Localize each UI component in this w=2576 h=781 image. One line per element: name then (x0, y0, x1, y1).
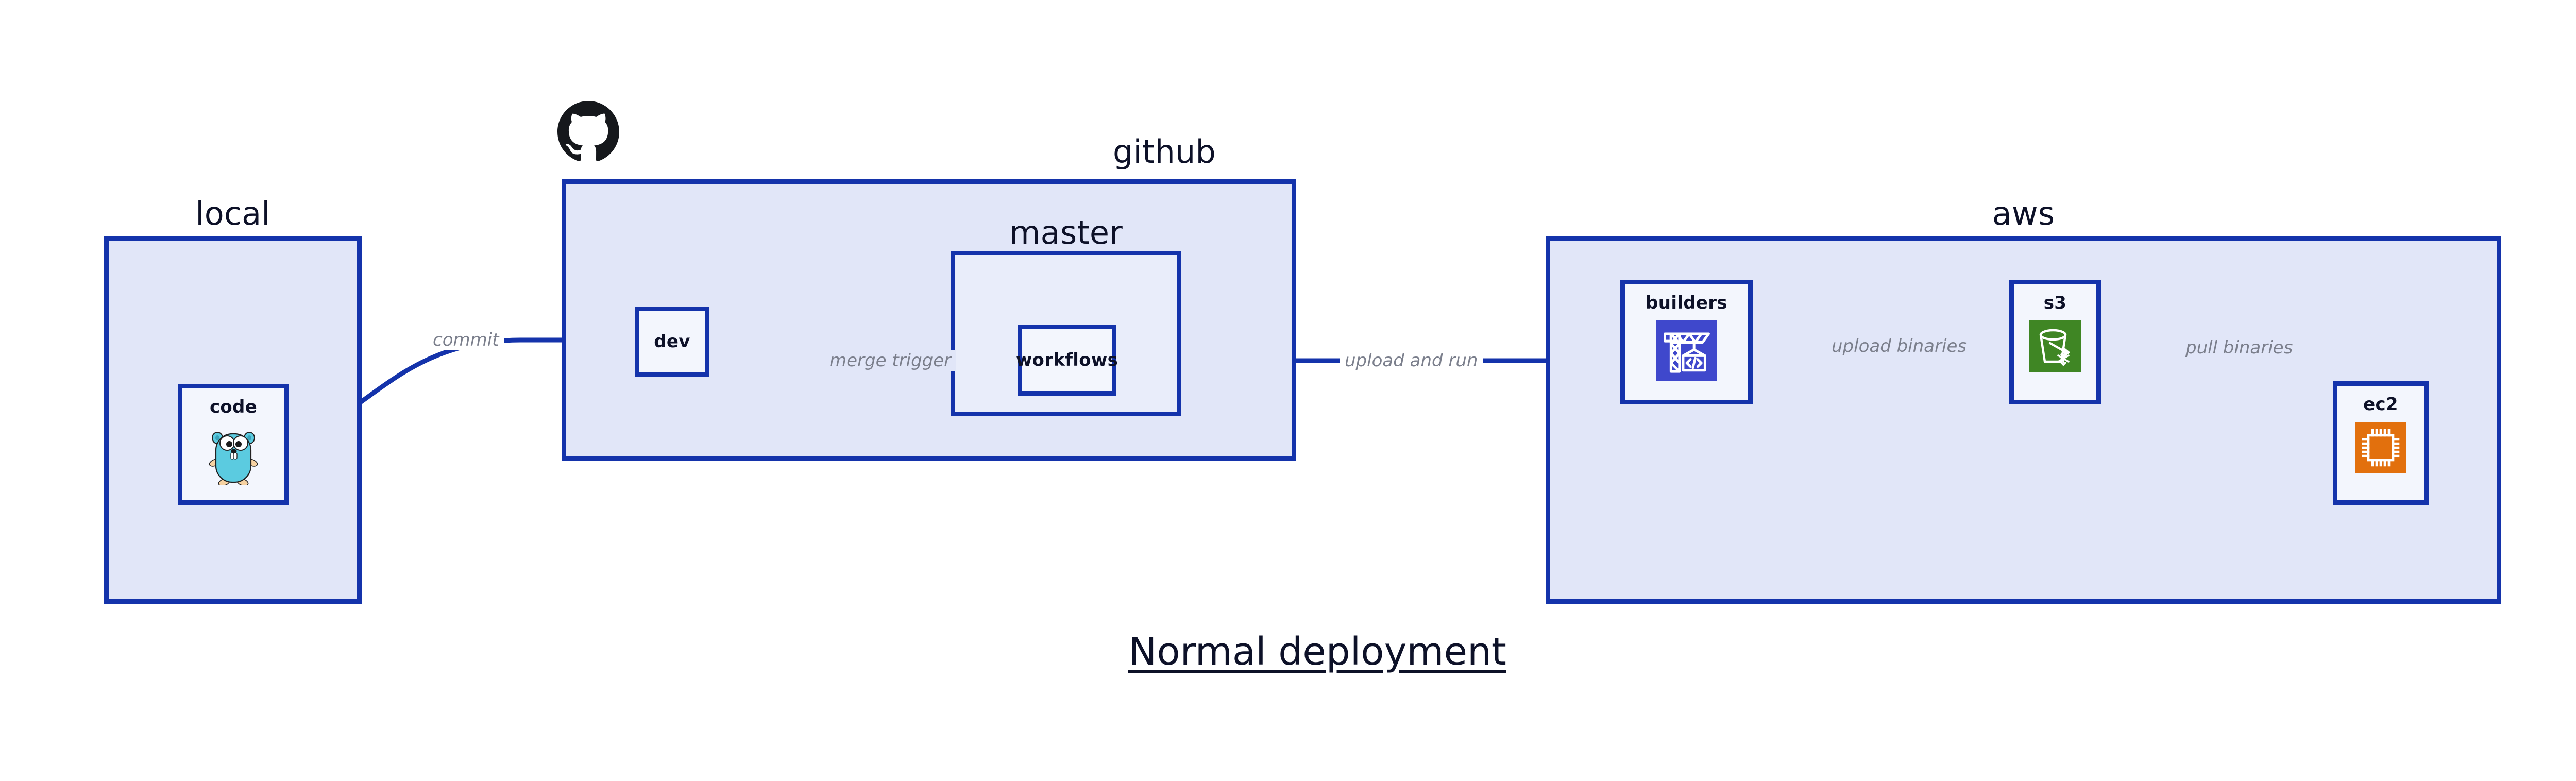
aws-s3-bucket-icon (2029, 320, 2081, 372)
edge-label-upload-and-run: upload and run (1340, 350, 1483, 371)
node-workflows[interactable]: workflows (1015, 325, 1118, 396)
aws-ec2-chip-icon (2355, 422, 2406, 473)
edge-label-commit: commit (428, 330, 504, 350)
group-title-aws: aws (1992, 195, 2055, 232)
node-s3[interactable]: s3 (2009, 280, 2101, 404)
node-code-label: code (209, 397, 258, 417)
node-s3-label: s3 (2043, 293, 2067, 313)
node-ec2-label: ec2 (2363, 394, 2398, 415)
github-octocat-icon (557, 101, 619, 165)
node-dev[interactable]: dev (635, 307, 709, 377)
node-dev-label: dev (654, 331, 690, 352)
aws-codebuild-crane-icon (1656, 320, 1717, 381)
node-builders[interactable]: builders (1620, 280, 1753, 404)
edge-label-upload-binaries: upload binaries (1826, 336, 1972, 356)
node-builders-label: builders (1646, 293, 1727, 313)
go-gopher-icon (209, 425, 258, 486)
node-code[interactable]: code (178, 384, 289, 505)
edge-label-merge-trigger: merge trigger (824, 350, 957, 371)
node-ec2[interactable]: ec2 (2333, 381, 2429, 505)
group-title-master: master (1009, 214, 1123, 251)
group-title-github: github (1112, 133, 1216, 171)
node-workflows-label: workflows (1015, 350, 1118, 370)
group-title-local: local (195, 195, 270, 232)
edge-label-pull-binaries: pull binaries (2180, 337, 2298, 358)
page-title: Normal deployment (1128, 630, 1506, 674)
